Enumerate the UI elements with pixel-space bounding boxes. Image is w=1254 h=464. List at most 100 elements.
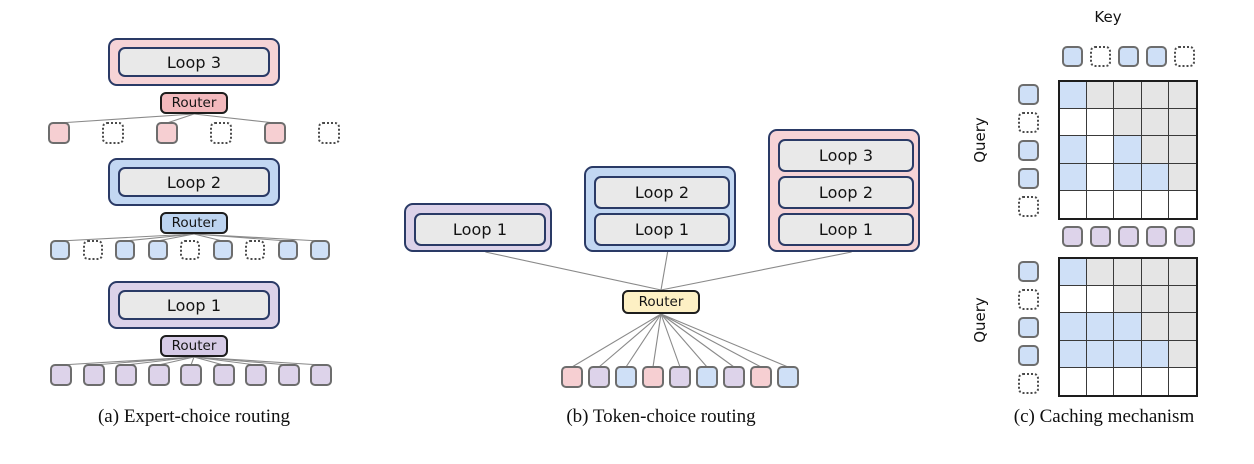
panel-c-key-token-1-1[interactable] — [1061, 46, 1083, 67]
panel-a-token-l2-5[interactable] — [180, 240, 200, 260]
panel-a-token-l3-6[interactable] — [318, 122, 340, 144]
panel-c-cell-r3-c4[interactable] — [1141, 313, 1169, 341]
panel-c-cell-r5-c3[interactable] — [1114, 367, 1142, 395]
panel-a-token-l2-7[interactable] — [245, 240, 265, 260]
panel-b-token-9[interactable] — [777, 366, 799, 388]
panel-c-key-token-1-5[interactable] — [1173, 46, 1195, 67]
panel-b-token-5[interactable] — [669, 366, 691, 388]
panel-a-token-l3-2[interactable] — [102, 122, 124, 144]
panel-c-cell-r3-c3[interactable] — [1114, 136, 1142, 164]
panel-a-token-l2-8[interactable] — [277, 240, 298, 260]
panel-c-cell-r3-c5[interactable] — [1168, 136, 1196, 164]
panel-c-cell-r3-c1[interactable] — [1060, 313, 1088, 341]
panel-c-query-token-2-2[interactable] — [1018, 288, 1039, 310]
panel-c-query-token-1-2[interactable] — [1018, 111, 1039, 133]
panel-a-loop3-outer[interactable]: Loop 3 — [108, 38, 280, 86]
panel-c-cell-r1-c5[interactable] — [1168, 82, 1196, 110]
panel-a-token-l1-5[interactable] — [180, 364, 202, 386]
panel-c-cell-r2-c4[interactable] — [1141, 109, 1169, 137]
panel-c-cell-r2-c1[interactable] — [1060, 286, 1088, 314]
panel-c-cell-r4-c1[interactable] — [1060, 340, 1088, 368]
panel-a-token-l1-8[interactable] — [277, 364, 300, 386]
panel-c-cell-r5-c2[interactable] — [1087, 367, 1115, 395]
panel-c-cell-r1-c2[interactable] — [1087, 82, 1115, 110]
panel-c-cell-r4-c3[interactable] — [1114, 340, 1142, 368]
panel-b-stack-1-loop-outer[interactable]: Loop 1 — [404, 203, 552, 252]
panel-c-cell-r2-c1[interactable] — [1060, 109, 1088, 137]
panel-c-query-token-1-4[interactable] — [1018, 167, 1039, 189]
panel-b-token-8[interactable] — [750, 366, 772, 388]
panel-c-cell-r3-c4[interactable] — [1141, 136, 1169, 164]
panel-c-cell-r4-c5[interactable] — [1168, 340, 1196, 368]
panel-c-cell-r5-c5[interactable] — [1168, 190, 1196, 218]
panel-a-token-l1-9[interactable] — [310, 364, 332, 386]
panel-c-cell-r1-c4[interactable] — [1141, 259, 1169, 287]
panel-c-cell-r3-c1[interactable] — [1060, 136, 1088, 164]
panel-c-query-token-2-3[interactable] — [1018, 316, 1039, 338]
panel-c-cell-r2-c2[interactable] — [1087, 286, 1115, 314]
panel-a-token-l1-1[interactable] — [50, 364, 72, 386]
panel-b-token-3[interactable] — [615, 366, 637, 388]
panel-c-key-token-2-2[interactable] — [1089, 226, 1111, 247]
panel-c-cell-r4-c2[interactable] — [1087, 340, 1115, 368]
panel-c-cell-r1-c5[interactable] — [1168, 259, 1196, 287]
panel-b-token-4[interactable] — [642, 366, 664, 388]
panel-c-cell-r2-c5[interactable] — [1168, 286, 1196, 314]
panel-a-token-l1-2[interactable] — [82, 364, 105, 386]
panel-b-token-6[interactable] — [696, 366, 718, 388]
panel-c-cell-r1-c1[interactable] — [1060, 259, 1088, 287]
panel-a-router-2[interactable]: Router — [160, 212, 228, 234]
panel-c-cell-r4-c3[interactable] — [1114, 163, 1142, 191]
panel-a-token-l2-1[interactable] — [50, 240, 70, 260]
panel-c-cell-r4-c4[interactable] — [1141, 163, 1169, 191]
panel-a-token-l3-1[interactable] — [48, 122, 70, 144]
panel-a-token-l1-6[interactable] — [212, 364, 235, 386]
panel-a-router-3[interactable]: Router — [160, 92, 228, 114]
panel-c-query-token-2-5[interactable] — [1018, 372, 1039, 394]
panel-a-token-l1-4[interactable] — [147, 364, 170, 386]
panel-a-router-1[interactable]: Router — [160, 335, 228, 357]
panel-c-cell-r2-c5[interactable] — [1168, 109, 1196, 137]
panel-a-token-l2-6[interactable] — [212, 240, 233, 260]
panel-c-cell-r5-c1[interactable] — [1060, 190, 1088, 218]
panel-c-cell-r3-c2[interactable] — [1087, 313, 1115, 341]
panel-c-key-token-1-3[interactable] — [1117, 46, 1139, 67]
panel-c-key-token-2-1[interactable] — [1061, 226, 1083, 247]
panel-c-cell-r5-c5[interactable] — [1168, 367, 1196, 395]
panel-c-cell-r1-c3[interactable] — [1114, 259, 1142, 287]
panel-c-cell-r4-c1[interactable] — [1060, 163, 1088, 191]
panel-c-cell-r5-c4[interactable] — [1141, 367, 1169, 395]
panel-c-cell-r1-c4[interactable] — [1141, 82, 1169, 110]
panel-b-token-2[interactable] — [588, 366, 610, 388]
panel-c-cell-r1-c3[interactable] — [1114, 82, 1142, 110]
panel-a-token-l2-4[interactable] — [147, 240, 168, 260]
panel-c-cell-r5-c1[interactable] — [1060, 367, 1088, 395]
panel-a-token-l3-3[interactable] — [156, 122, 178, 144]
panel-c-cell-r5-c2[interactable] — [1087, 190, 1115, 218]
panel-b-router[interactable]: Router — [622, 290, 700, 314]
panel-a-token-l3-5[interactable] — [264, 122, 286, 144]
panel-a-token-l1-3[interactable] — [115, 364, 137, 386]
panel-c-query-token-2-1[interactable] — [1018, 260, 1039, 282]
panel-c-cell-r1-c2[interactable] — [1087, 259, 1115, 287]
panel-c-cell-r5-c3[interactable] — [1114, 190, 1142, 218]
panel-c-cell-r3-c2[interactable] — [1087, 136, 1115, 164]
panel-c-cell-r4-c2[interactable] — [1087, 163, 1115, 191]
panel-c-cell-r1-c1[interactable] — [1060, 82, 1088, 110]
panel-c-cell-r5-c4[interactable] — [1141, 190, 1169, 218]
panel-c-key-token-1-2[interactable] — [1089, 46, 1111, 67]
panel-c-cell-r2-c4[interactable] — [1141, 286, 1169, 314]
panel-c-key-token-1-4[interactable] — [1145, 46, 1167, 67]
panel-a-loop1-outer[interactable]: Loop 1 — [108, 281, 280, 329]
panel-a-token-l2-3[interactable] — [115, 240, 135, 260]
panel-c-cell-r4-c5[interactable] — [1168, 163, 1196, 191]
panel-a-token-l2-2[interactable] — [82, 240, 103, 260]
panel-c-cell-r3-c3[interactable] — [1114, 313, 1142, 341]
panel-c-query-token-1-1[interactable] — [1018, 83, 1039, 105]
panel-c-query-token-1-5[interactable] — [1018, 195, 1039, 217]
panel-a-token-l3-4[interactable] — [210, 122, 232, 144]
panel-c-cell-r2-c3[interactable] — [1114, 109, 1142, 137]
panel-a-token-l1-7[interactable] — [245, 364, 267, 386]
